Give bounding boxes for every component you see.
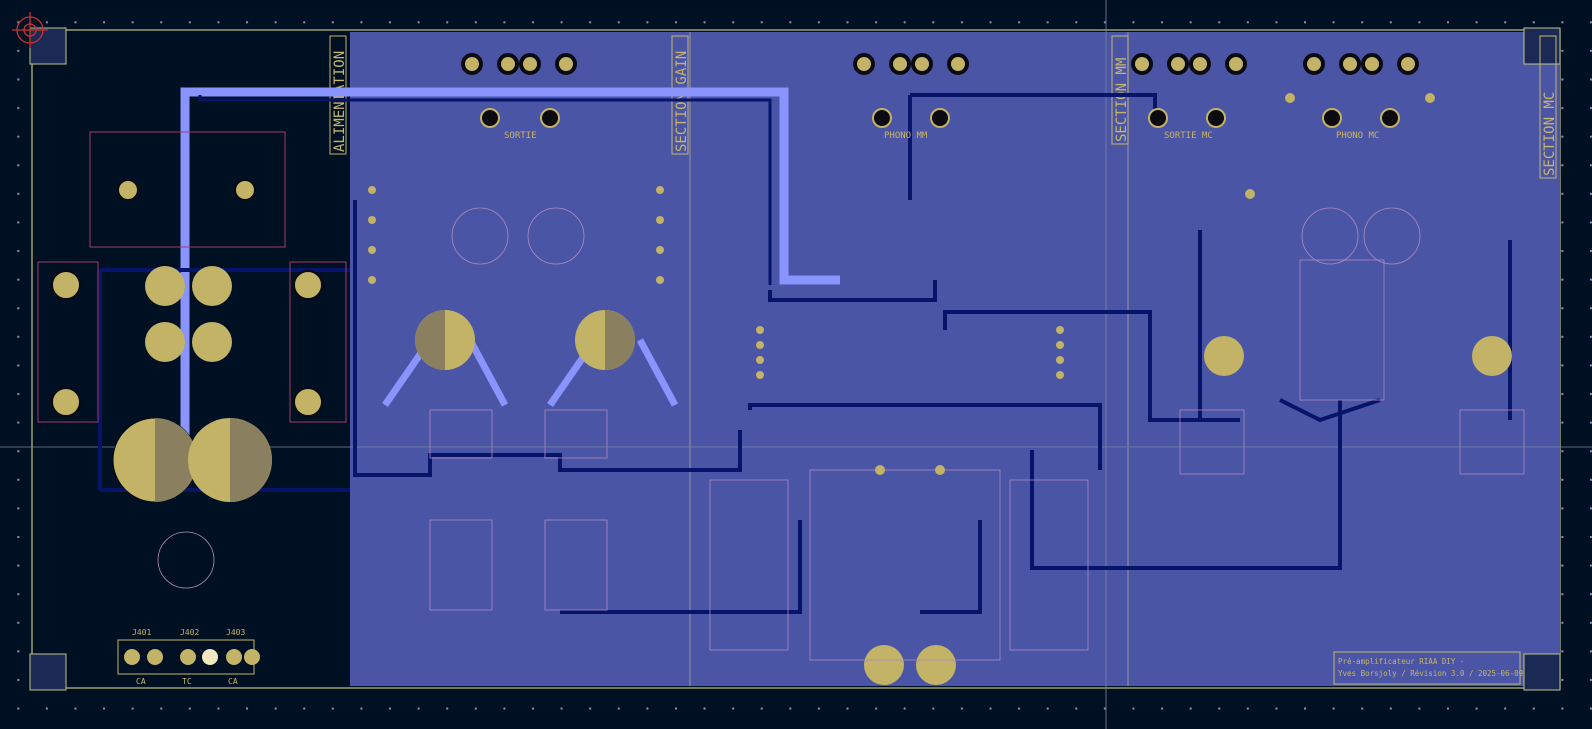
- output-pads: [480, 108, 1400, 128]
- title-line-2: Yves Borsjoly / Révision 3.0 / 2025-06-0…: [1338, 669, 1523, 678]
- copper-zone: [350, 32, 1560, 686]
- power-connectors: [117, 639, 260, 675]
- power-area: [34, 32, 350, 686]
- main-trace: [180, 87, 840, 458]
- sortie-label: SORTIE: [504, 131, 537, 141]
- mount-holes: [51, 179, 323, 417]
- section-mm-label: SECTION MM: [1114, 58, 1130, 142]
- small-pads: [368, 93, 1435, 475]
- trace-b: [198, 95, 772, 285]
- sortie-mc-label: SORTIE MC: [1164, 131, 1213, 141]
- rca-pads: [461, 53, 1419, 75]
- heatsinks: [37, 131, 347, 423]
- footprints: [157, 207, 1525, 661]
- j403-pins: CA: [228, 677, 238, 686]
- j402-label: J402: [180, 628, 199, 637]
- title-block: [1333, 651, 1521, 685]
- j402-pins: TC: [182, 677, 192, 686]
- electrolytic-caps: [112, 266, 1512, 685]
- title-line-1: Pré-amplificateur RIAA DIY -: [1338, 657, 1464, 666]
- section-mc-label: SECTION MC: [1542, 92, 1558, 176]
- j401-pins: CA: [136, 677, 146, 686]
- j403-label: J403: [226, 628, 245, 637]
- phono-mc-label: PHONO MC: [1336, 131, 1379, 141]
- phono-mm-label: PHONO MM: [884, 131, 928, 141]
- corner-marks: [29, 27, 1561, 691]
- j401-label: J401: [132, 628, 151, 637]
- origin-icon: [12, 12, 48, 48]
